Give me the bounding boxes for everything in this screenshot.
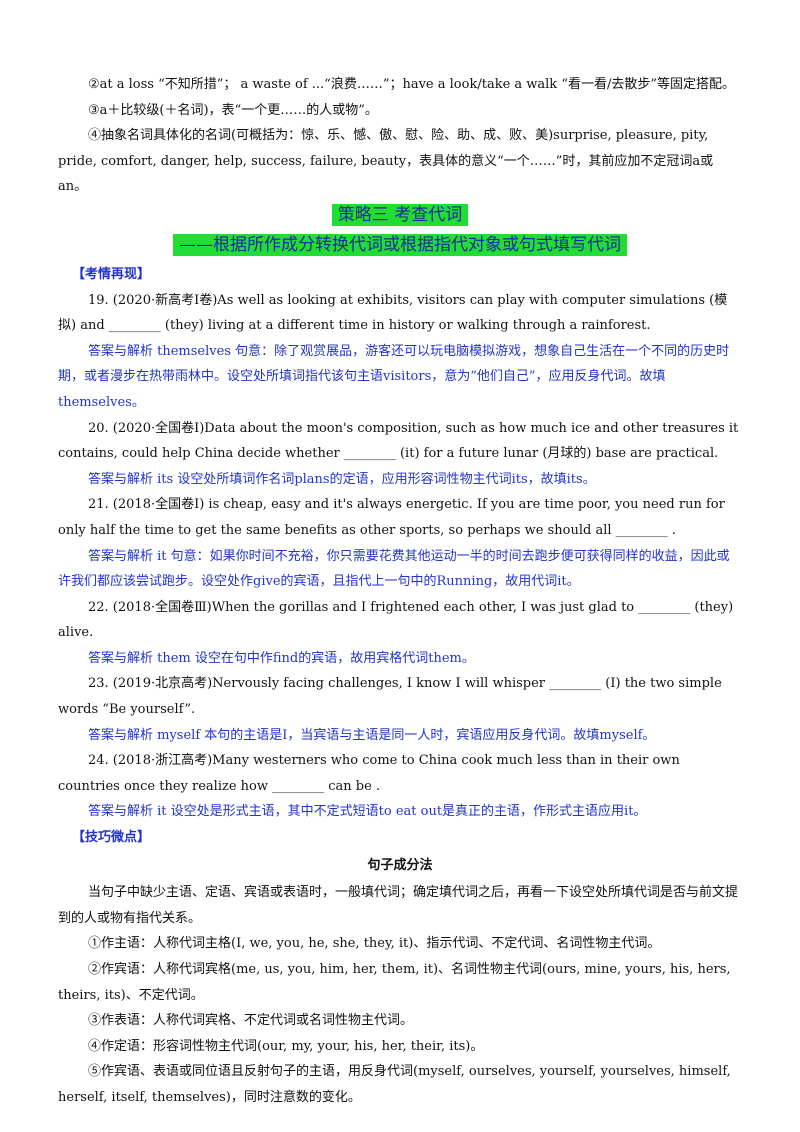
tip-line: ②at a loss “不知所措”； a waste of ...“浪费……”；… (88, 77, 735, 92)
document-page: ②at a loss “不知所措”； a waste of ...“浪费……”；… (58, 72, 742, 1111)
method-item: ②作宾语：人称代词宾格(me, us, you, him, her, them,… (58, 962, 731, 1003)
answer-19: 答案与解析 themselves 句意：除了观赏展品，游客还可以玩电脑模拟游戏，… (58, 343, 730, 410)
strategy-title: 策略三 考查代词 (331, 203, 469, 226)
tip-line: ④抽象名词具体化的名词(可概括为：惊、乐、憾、傲、慰、险、助、成、败、美)sur… (58, 128, 714, 195)
section-exam-heading: 【考情再现】 (72, 266, 151, 282)
question-23: 23. (2019·北京高考)Nervously facing challeng… (58, 676, 722, 718)
method-item: ③作表语：人称代词宾格、不定代词或名词性物主代词。 (88, 1013, 414, 1029)
method-item: ⑤作宾语、表语或同位语且反射句子的主语，用反身代词(myself, oursel… (58, 1064, 731, 1105)
question-20: 20. (2020·全国卷Ⅰ)Data about the moon's com… (58, 420, 739, 462)
question-21: 21. (2018·全国卷Ⅰ) is cheap, easy and it's … (58, 497, 725, 538)
tip-line: ③a＋比较级(＋名词)，表“一个更……的人或物”。 (88, 102, 378, 118)
question-22: 22. (2018·全国卷Ⅲ)When the gorillas and I f… (58, 599, 734, 641)
section-tips-heading: 【技巧微点】 (72, 830, 151, 846)
strategy-title-row: 策略三 考查代词 (58, 202, 742, 230)
method-intro: 当句子中缺少主语、定语、宾语或表语时，一般填代词；确定填代词之后，再看一下设空处… (58, 885, 739, 926)
answer-23: 答案与解析 myself 本句的主语是I，当宾语与主语是同一人时，宾语应用反身代… (88, 727, 656, 743)
method-item: ①作主语：人称代词主格(I, we, you, he, she, they, i… (88, 936, 661, 952)
method-item: ④作定语：形容词性物主代词(our, my, your, his, her, t… (88, 1038, 484, 1054)
answer-20: 答案与解析 its 设空处所填词作名词plans的定语，应用形容词性物主代词it… (88, 471, 596, 487)
strategy-subtitle: ——根据所作成分转换代词或根据指代对象或句式填写代词 (173, 233, 627, 256)
method-title: 句子成分法 (367, 857, 433, 873)
answer-24: 答案与解析 it 设空处是形式主语，其中不定式短语to eat out是真正的主… (88, 804, 647, 820)
strategy-subtitle-row: ——根据所作成分转换代词或根据指代对象或句式填写代词 (58, 232, 742, 260)
question-19: 19. (2020·新高考Ⅰ卷)As well as looking at ex… (58, 292, 728, 334)
answer-22: 答案与解析 them 设空在句中作find的宾语，故用宾格代词them。 (88, 650, 475, 666)
question-24: 24. (2018·浙江高考)Many westerners who come … (58, 753, 680, 794)
answer-21: 答案与解析 it 句意：如果你时间不充裕，你只需要花费其他运动一半的时间去跑步便… (58, 548, 730, 590)
